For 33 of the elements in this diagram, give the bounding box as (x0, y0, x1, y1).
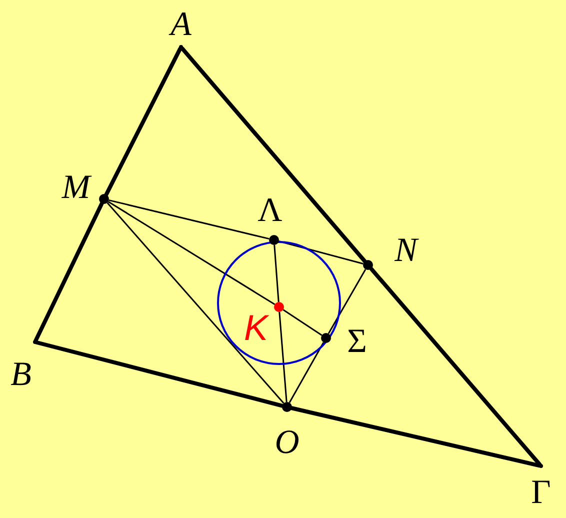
triangle-side (104, 46, 182, 197)
point-dot (99, 194, 109, 204)
point-label: B (10, 358, 32, 392)
triangle-side (290, 406, 542, 468)
line-segment (274, 244, 280, 302)
point-label: A (170, 8, 192, 42)
triangle-side (34, 202, 104, 342)
line-segment (108, 200, 276, 306)
point-label: Γ (531, 476, 551, 510)
line-segment (288, 342, 324, 404)
triangle-side (369, 266, 542, 466)
triangle-vertex (33, 340, 37, 344)
line-segment (108, 199, 270, 240)
point-label: N (394, 234, 418, 268)
point-label: Λ (258, 194, 282, 228)
triangle-vertex (539, 464, 543, 468)
triangle-vertex (179, 45, 183, 49)
point-label: M (62, 171, 90, 205)
point-dot (363, 260, 373, 270)
triangle-side (34, 340, 284, 408)
point-label: O (274, 426, 300, 460)
point-label: Σ (347, 325, 367, 359)
point-dot (282, 402, 292, 412)
point-label: K (244, 310, 268, 346)
point-dot (269, 235, 279, 245)
line-segment (278, 312, 288, 402)
line-segment (278, 240, 364, 264)
point-dot (274, 302, 284, 312)
triangle-side (180, 46, 367, 264)
line-segment (328, 268, 366, 334)
line-segment (282, 309, 322, 336)
line-segment (106, 202, 284, 404)
point-dot (321, 333, 331, 343)
